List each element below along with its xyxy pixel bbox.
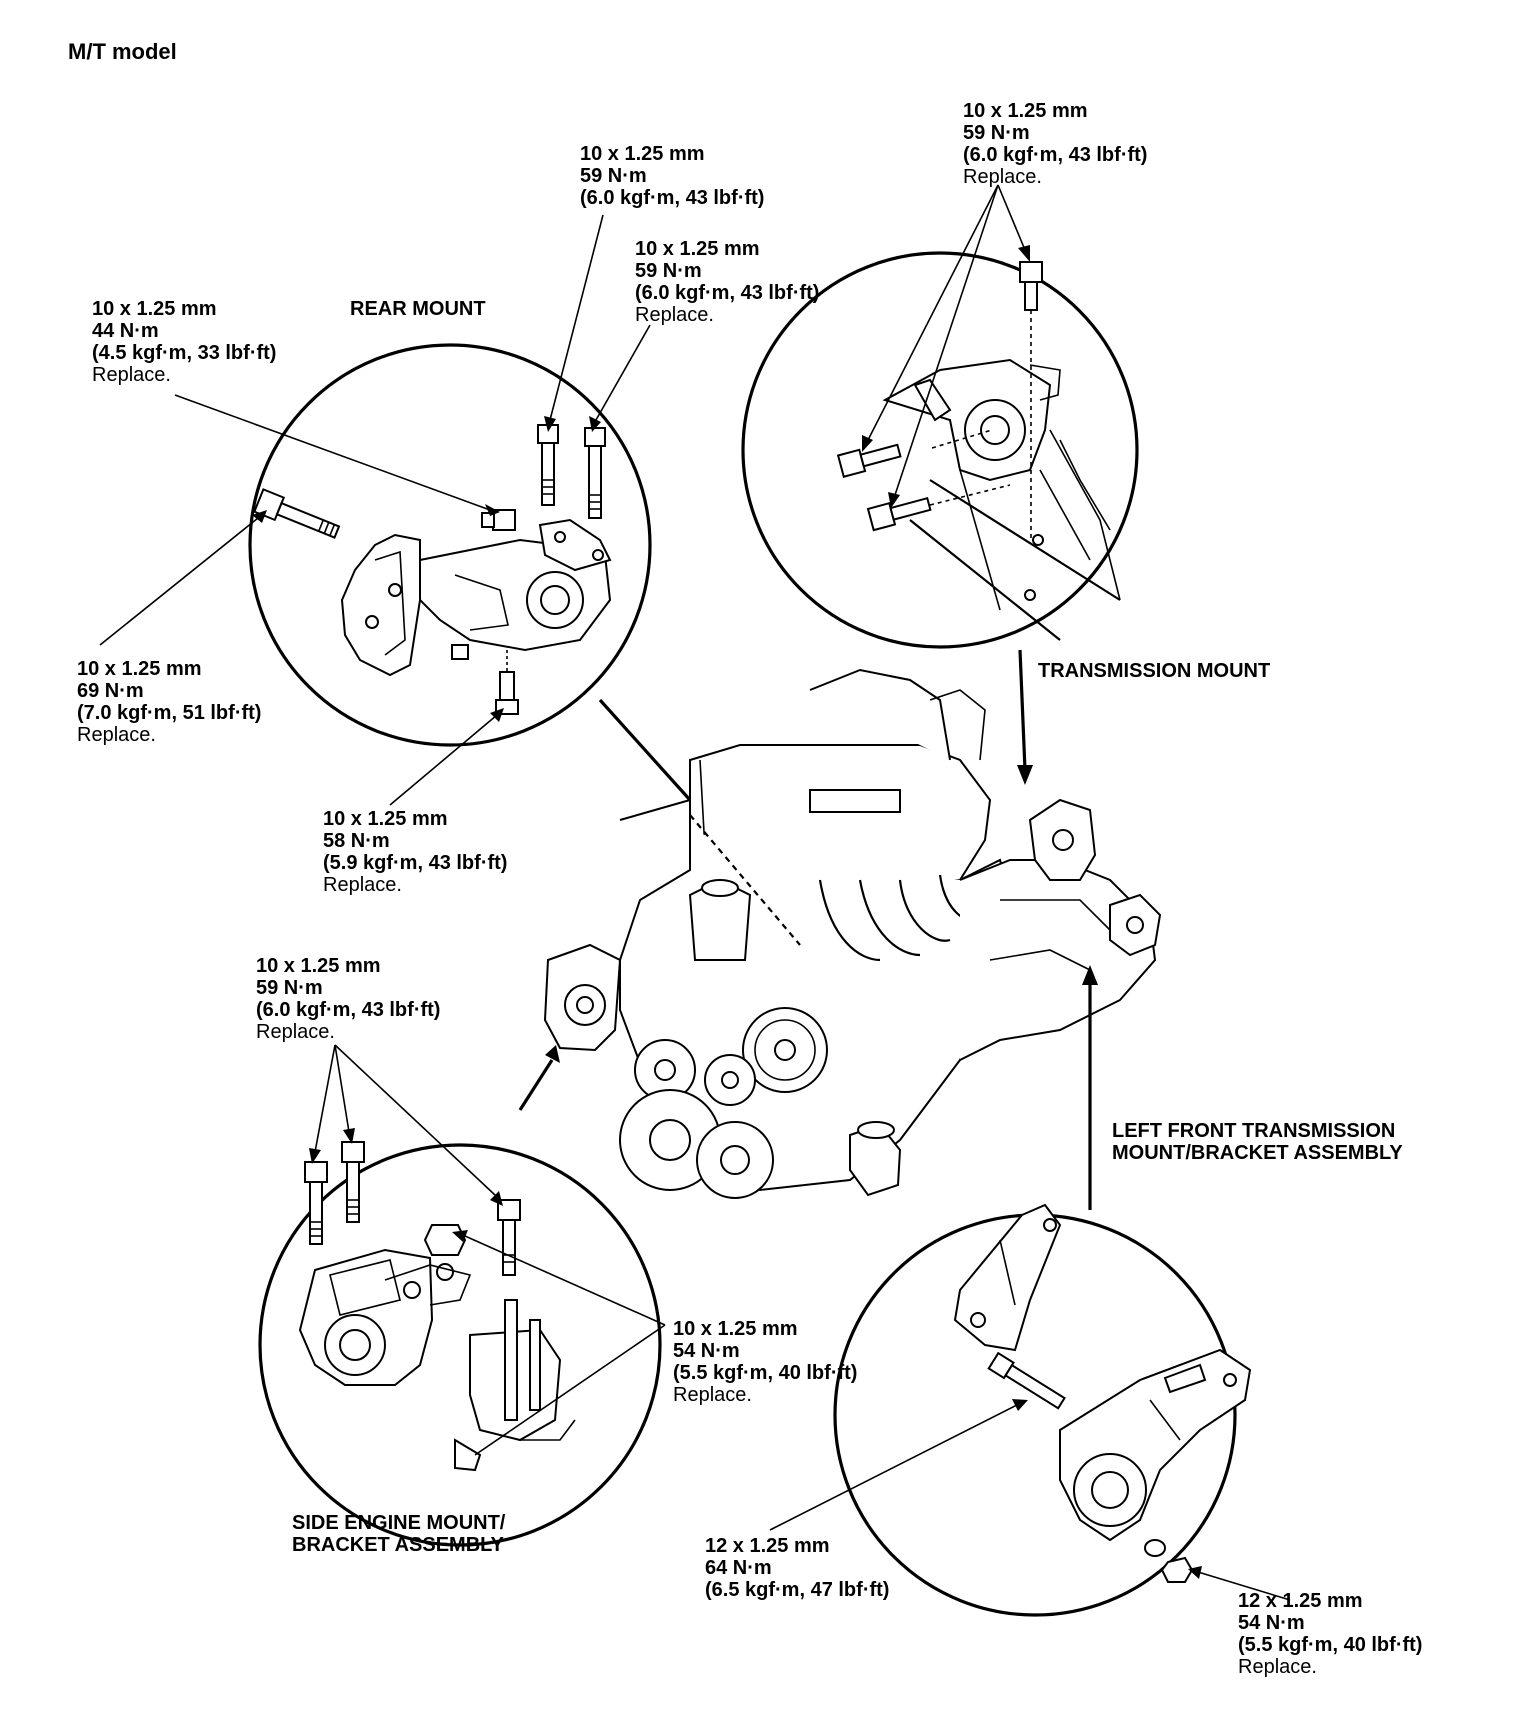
callout-line: 10 x 1.25 mm [635, 238, 760, 260]
callout-line: 10 x 1.25 mm [963, 100, 1088, 122]
callout-line: 10 x 1.25 mm [673, 1318, 798, 1340]
torque-callout-side-engine-nuts: 10 x 1.25 mm 54 N·m (5.5 kgf·m, 40 lbf·f… [673, 1318, 857, 1406]
transmission-mount-caption-text: TRANSMISSION MOUNT [1038, 660, 1271, 682]
left-front-caption-line-1: LEFT FRONT TRANSMISSION [1112, 1120, 1396, 1142]
callout-line: 59 N·m [635, 260, 702, 282]
callout-line: (6.0 kgf·m, 43 lbf·ft) [963, 144, 1148, 166]
callout-line: 10 x 1.25 mm [580, 143, 705, 165]
side-engine-caption-line-1: SIDE ENGINE MOUNT/ [292, 1512, 506, 1534]
torque-callout-transmission-top: 10 x 1.25 mm 59 N·m (6.0 kgf·m, 43 lbf·f… [963, 100, 1147, 188]
torque-callout-rear-right: 10 x 1.25 mm 59 N·m (6.0 kgf·m, 43 lbf·f… [635, 238, 819, 326]
callout-line: 10 x 1.25 mm [77, 658, 202, 680]
side-engine-mount-parts [298, 1141, 576, 1472]
callout-line: 59 N·m [963, 122, 1030, 144]
callout-line: 12 x 1.25 mm [1238, 1590, 1363, 1612]
callout-line: (5.5 kgf·m, 40 lbf·ft) [1238, 1634, 1423, 1656]
callout-line: 59 N·m [256, 977, 323, 999]
callout-line: 59 N·m [580, 165, 647, 187]
callout-line: (6.0 kgf·m, 43 lbf·ft) [635, 282, 820, 304]
callout-line: (5.5 kgf·m, 40 lbf·ft) [673, 1362, 858, 1384]
rear-mount-caption: REAR MOUNT [350, 298, 486, 320]
callout-line: (7.0 kgf·m, 51 lbf·ft) [77, 702, 262, 724]
callout-line: 10 x 1.25 mm [323, 808, 448, 830]
callout-note: Replace. [1238, 1656, 1317, 1678]
callout-line: 69 N·m [77, 680, 144, 702]
torque-callout-rear-58: 10 x 1.25 mm 58 N·m (5.9 kgf·m, 43 lbf·f… [323, 808, 507, 896]
callout-line: (5.9 kgf·m, 43 lbf·ft) [323, 852, 508, 874]
callout-note: Replace. [256, 1021, 335, 1043]
engine-assembly-art [543, 668, 1162, 1199]
callout-line: 64 N·m [705, 1557, 772, 1579]
callout-note: Replace. [673, 1384, 752, 1406]
transmission-mount-parts [836, 261, 1121, 641]
torque-callout-side-engine-bolts: 10 x 1.25 mm 59 N·m (6.0 kgf·m, 43 lbf·f… [256, 955, 440, 1043]
callout-note: Replace. [963, 166, 1042, 188]
transmission-mount-circle [741, 251, 1139, 649]
callout-line: 54 N·m [673, 1340, 740, 1362]
side-engine-caption-line-2: BRACKET ASSEMBLY [292, 1534, 504, 1556]
callout-line: (6.0 kgf·m, 43 lbf·ft) [580, 187, 765, 209]
callout-line: (4.5 kgf·m, 33 lbf·ft) [92, 342, 277, 364]
callout-note: Replace. [635, 304, 714, 326]
torque-callout-rear-69: 10 x 1.25 mm 69 N·m (7.0 kgf·m, 51 lbf·f… [77, 658, 261, 746]
callout-note: Replace. [323, 874, 402, 896]
leader-lines [99, 184, 1291, 1601]
left-front-caption-line-2: MOUNT/BRACKET ASSEMBLY [1112, 1142, 1403, 1164]
callout-line: 44 N·m [92, 320, 159, 342]
callout-line: (6.0 kgf·m, 43 lbf·ft) [256, 999, 441, 1021]
side-engine-mount-caption: SIDE ENGINE MOUNT/ BRACKET ASSEMBLY [292, 1512, 505, 1556]
diagram-title: M/T model [68, 39, 177, 64]
callout-line: 10 x 1.25 mm [256, 955, 381, 977]
side-engine-mount-circle [258, 1143, 662, 1547]
callout-note: Replace. [77, 724, 156, 746]
rear-mount-circle [248, 343, 652, 747]
callout-note: Replace. [92, 364, 171, 386]
rear-mount-parts [253, 424, 612, 715]
torque-callout-left-front-bolt: 12 x 1.25 mm 64 N·m (6.5 kgf·m, 47 lbf·f… [705, 1535, 889, 1601]
callout-line: 54 N·m [1238, 1612, 1305, 1634]
left-front-mount-parts [953, 1203, 1252, 1583]
torque-callout-left-front-nut: 12 x 1.25 mm 54 N·m (5.5 kgf·m, 40 lbf·f… [1238, 1590, 1422, 1678]
left-front-mount-caption: LEFT FRONT TRANSMISSION MOUNT/BRACKET AS… [1112, 1120, 1403, 1164]
torque-callout-rear-top: 10 x 1.25 mm 59 N·m (6.0 kgf·m, 43 lbf·f… [580, 143, 764, 209]
transmission-mount-caption: TRANSMISSION MOUNT [1038, 660, 1270, 682]
torque-callout-rear-44: 10 x 1.25 mm 44 N·m (4.5 kgf·m, 33 lbf·f… [92, 298, 276, 386]
callout-line: 12 x 1.25 mm [705, 1535, 830, 1557]
callout-line: 10 x 1.25 mm [92, 298, 217, 320]
callout-line: (6.5 kgf·m, 47 lbf·ft) [705, 1579, 890, 1601]
rear-mount-caption-text: REAR MOUNT [350, 298, 486, 320]
callout-line: 58 N·m [323, 830, 390, 852]
